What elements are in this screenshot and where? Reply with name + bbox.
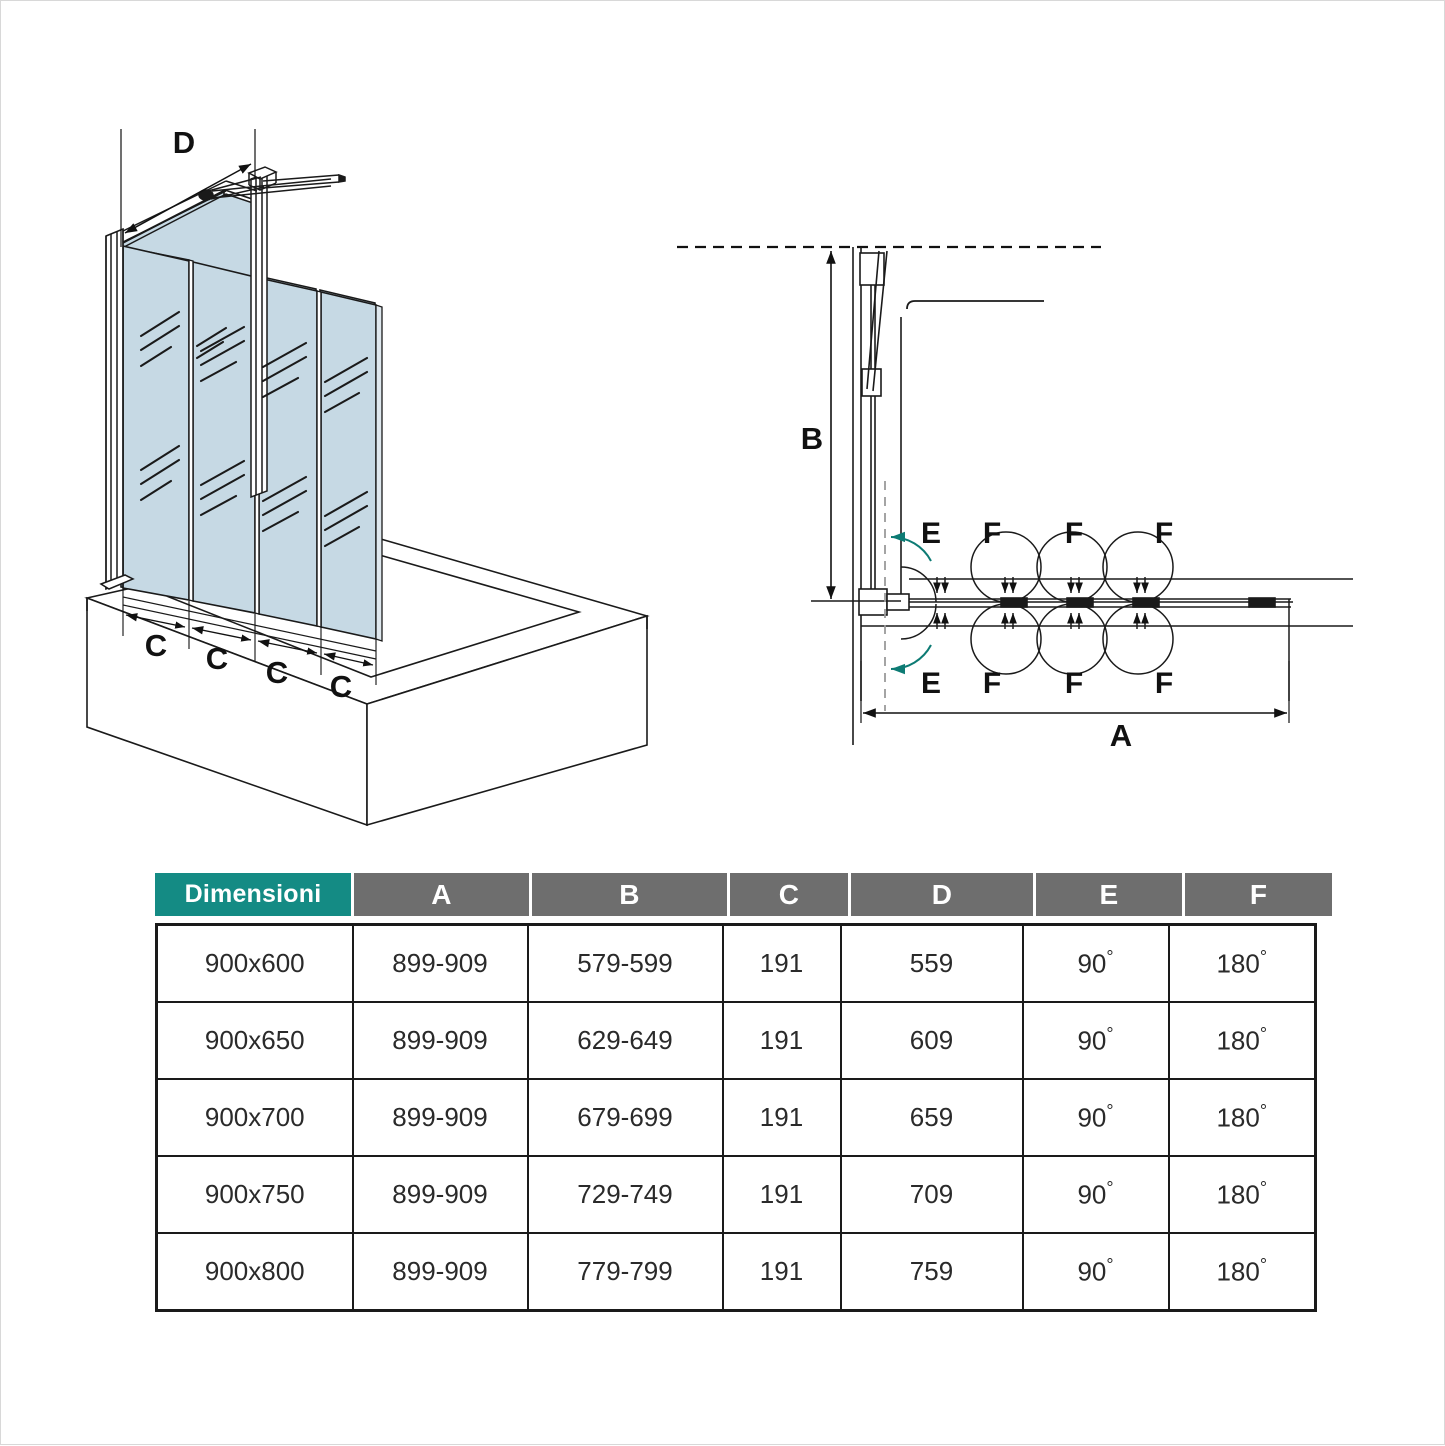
wall-profile (99, 227, 135, 591)
cell-e: 90° (1021, 1078, 1170, 1157)
dimension-a (860, 661, 1290, 723)
label-f-top-1: F (983, 517, 1001, 550)
label-a: A (1110, 718, 1132, 753)
isometric-shower-screen (84, 129, 650, 827)
table-header-a: A (354, 873, 529, 916)
cell-f: 180° (1167, 1078, 1317, 1157)
glass-panels (120, 189, 376, 639)
cell-a: 899-909 (351, 1232, 529, 1312)
cell-a: 899-909 (351, 1001, 529, 1080)
label-f-bottom-1: F (983, 667, 1001, 700)
cell-b: 779-799 (526, 1232, 724, 1312)
cell-d: 759 (839, 1232, 1024, 1312)
dimension-c-group (122, 588, 377, 685)
cell-dimensioni: 900x750 (155, 1155, 354, 1234)
cell-e: 90° (1021, 1001, 1170, 1080)
cell-c: 191 (721, 1001, 842, 1080)
plan-view-shower-screen (677, 245, 1353, 745)
support-bar-assembly (122, 166, 346, 243)
arc-arrowheads (933, 577, 1149, 629)
specification-table: Dimensioni A B C D E F 900x600 899-909 5… (155, 873, 1332, 1312)
cell-dimensioni: 900x650 (155, 1001, 354, 1080)
cell-e: 90° (1021, 1155, 1170, 1234)
label-c-2: C (206, 641, 228, 676)
cell-c: 191 (721, 1078, 842, 1157)
label-f-bottom-2: F (1065, 667, 1083, 700)
label-f-top-3: F (1155, 517, 1173, 550)
cell-f: 180° (1167, 1232, 1317, 1312)
table-header-d: D (851, 873, 1033, 916)
label-e-top: E (921, 517, 941, 550)
cell-b: 729-749 (526, 1155, 724, 1234)
table-header-e: E (1036, 873, 1182, 916)
table-body: 900x600 899-909 579-599 191 559 90° 180°… (155, 923, 1317, 1312)
cell-b: 629-649 (526, 1001, 724, 1080)
cell-b: 579-599 (526, 923, 724, 1003)
cell-c: 191 (721, 1232, 842, 1312)
cell-c: 191 (721, 1155, 842, 1234)
label-c-3: C (266, 655, 288, 690)
support-post (250, 171, 268, 499)
rotation-arcs (900, 531, 1174, 675)
cell-e: 90° (1021, 1232, 1170, 1312)
table-row: 900x600 899-909 579-599 191 559 90° 180° (155, 923, 1317, 1003)
label-f-bottom-3: F (1155, 667, 1173, 700)
cell-b: 679-699 (526, 1078, 724, 1157)
cell-dimensioni: 900x800 (155, 1232, 354, 1312)
cell-d: 609 (839, 1001, 1024, 1080)
table-header-dimensioni: Dimensioni (155, 873, 351, 916)
e-leader-arrows (890, 531, 932, 675)
cell-f: 180° (1167, 1155, 1317, 1234)
panel-dividers (188, 259, 322, 628)
cell-dimensioni: 900x600 (155, 923, 354, 1003)
cell-c: 191 (721, 923, 842, 1003)
cell-f: 180° (1167, 923, 1317, 1003)
table-header-b: B (532, 873, 727, 916)
cell-dimensioni: 900x700 (155, 1078, 354, 1157)
dimension-d (120, 129, 256, 247)
cell-a: 899-909 (351, 1078, 529, 1157)
table-row: 900x750 899-909 729-749 191 709 90° 180° (155, 1155, 1317, 1234)
label-f-top-2: F (1065, 517, 1083, 550)
cell-f: 180° (1167, 1001, 1317, 1080)
table-row: 900x700 899-909 679-699 191 659 90° 180° (155, 1078, 1317, 1157)
table-row: 900x800 899-909 779-799 191 759 90° 180° (155, 1232, 1317, 1312)
label-c-4: C (330, 669, 352, 704)
label-b: B (801, 421, 823, 456)
cell-e: 90° (1021, 923, 1170, 1003)
glass-highlight-stripes (139, 310, 369, 548)
label-c-1: C (145, 628, 167, 663)
cell-d: 709 (839, 1155, 1024, 1234)
label-d: D (173, 125, 195, 160)
cell-d: 559 (839, 923, 1024, 1003)
cell-d: 659 (839, 1078, 1024, 1157)
table-header-c: C (730, 873, 848, 916)
label-e-bottom: E (921, 667, 941, 700)
open-panel (121, 189, 256, 291)
cell-a: 899-909 (351, 923, 529, 1003)
cell-a: 899-909 (351, 1155, 529, 1234)
bathtub (84, 534, 650, 827)
table-header-row: Dimensioni A B C D E F (155, 873, 1332, 916)
table-row: 900x650 899-909 629-649 191 609 90° 180° (155, 1001, 1317, 1080)
table-header-f: F (1185, 873, 1332, 916)
